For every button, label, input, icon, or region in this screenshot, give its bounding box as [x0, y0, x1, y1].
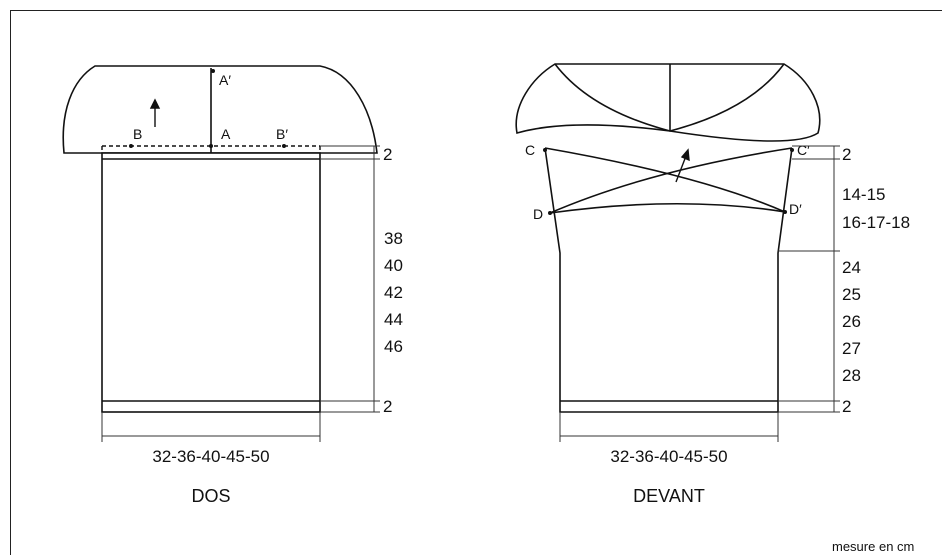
- devant-lower-value: 25: [842, 285, 861, 304]
- devant-lower-curve: [549, 202, 786, 214]
- dos-point-a-prime: A′: [219, 72, 231, 88]
- dos-point-a: A: [221, 126, 231, 142]
- devant-lower-value: 24: [842, 258, 861, 277]
- devant-point-c-prime: C′: [797, 142, 810, 158]
- dos-hood: [62, 65, 378, 154]
- dos-title: DOS: [191, 486, 230, 506]
- dos-width-label: 32-36-40-45-50: [152, 447, 269, 466]
- devant-point-d: D: [533, 206, 543, 222]
- devant-point-c-dot: [543, 148, 547, 152]
- dos-bottom-band-value: 2: [383, 397, 392, 416]
- dos-body: [101, 152, 321, 413]
- devant-lower-value: 26: [842, 312, 861, 331]
- dos-point-a-prime-dot: [211, 69, 215, 73]
- devant-bottom-band-value: 2: [842, 397, 851, 416]
- devant-width-label: 32-36-40-45-50: [610, 447, 727, 466]
- devant-pattern: [515, 63, 821, 413]
- devant-point-d-dot: [548, 211, 552, 215]
- devant-point-d-prime-dot: [783, 210, 787, 214]
- dos-grain-arrow: [149, 98, 161, 127]
- dos-point-b-prime: B′: [276, 126, 288, 142]
- dos-point-b: B: [133, 126, 142, 142]
- devant-title: DEVANT: [633, 486, 705, 506]
- devant-point-c: C: [525, 142, 535, 158]
- devant-point-c-prime-dot: [790, 148, 794, 152]
- devant-point-d-prime: D′: [789, 201, 802, 217]
- dos-length-value: 40: [384, 256, 403, 275]
- dos-dimensions: [101, 145, 380, 442]
- devant-top-band-value: 2: [842, 145, 851, 164]
- frame-border: [10, 10, 942, 555]
- dos-top-band-value: 2: [383, 145, 392, 164]
- dos-length-value: 42: [384, 283, 403, 302]
- devant-dimensions: [559, 145, 840, 442]
- devant-body: [544, 147, 793, 413]
- devant-lower-value: 27: [842, 339, 861, 358]
- devant-crossover-band-a: [544, 147, 786, 213]
- dos-point-a-dot: [209, 144, 213, 148]
- devant-upper-value: 14-15: [842, 185, 885, 204]
- dos-length-value: 44: [384, 310, 403, 329]
- dos-length-value: 38: [384, 229, 403, 248]
- devant-upper-value: 16-17-18: [842, 213, 910, 232]
- devant-grain-arrow: [675, 148, 690, 183]
- unit-note: mesure en cm: [832, 539, 914, 554]
- dos-pattern: [62, 65, 378, 413]
- devant-lower-value: 28: [842, 366, 861, 385]
- dos-length-value: 46: [384, 337, 403, 356]
- devant-crossover-band-b: [549, 147, 793, 214]
- dos-point-b-dot: [129, 144, 133, 148]
- dos-point-b-prime-dot: [282, 144, 286, 148]
